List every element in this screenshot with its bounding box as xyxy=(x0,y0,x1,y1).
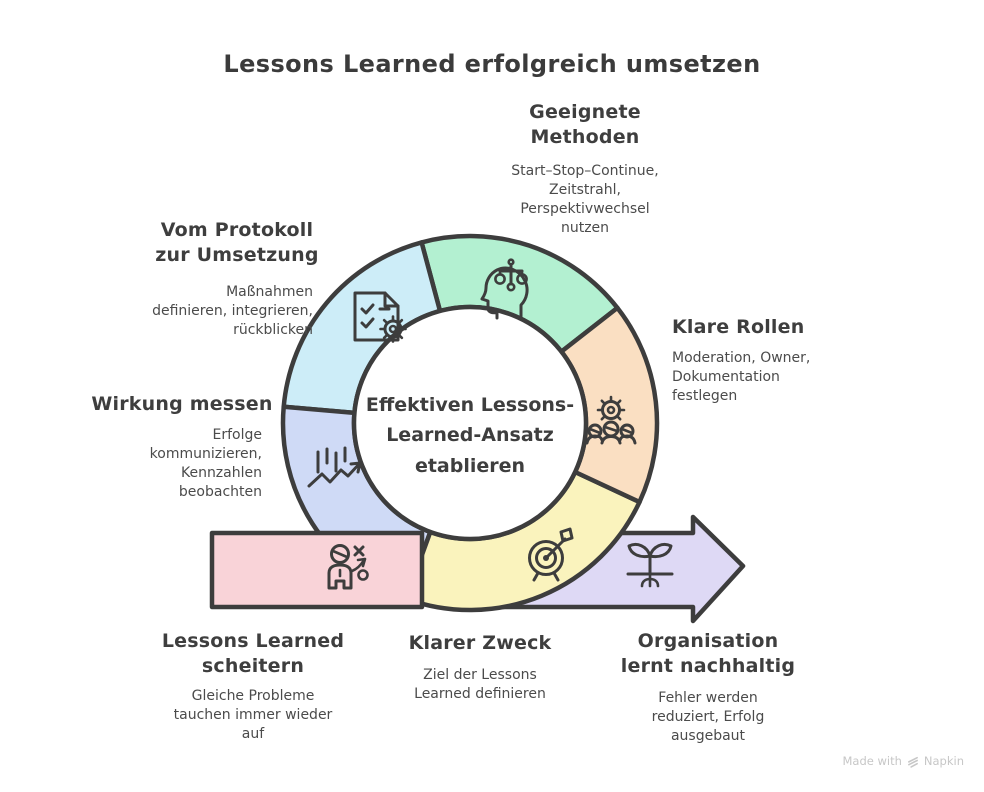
person-strategy-fail-icon xyxy=(327,544,369,590)
plant-roots-icon xyxy=(626,542,674,588)
arrow-band-scheitern xyxy=(209,530,425,610)
section-body-geeignete-methoden: Start–Stop–Continue, Zeitstrahl, Perspek… xyxy=(511,163,659,237)
chart-growth-icon xyxy=(307,446,362,488)
napkin-logo-icon xyxy=(907,756,918,768)
section-heading-geeignete-methoden: Geeignete Methoden xyxy=(529,101,641,149)
section-body-organisation: Fehler werden reduziert, Erfolg ausgebau… xyxy=(651,690,765,745)
section-body-klare-rollen: Moderation, Owner, Dokumentation festleg… xyxy=(672,350,811,405)
document-gear-icon xyxy=(353,291,407,343)
section-heading-lessons-learned-scheitern: Lessons Learned scheitern xyxy=(161,630,345,678)
watermark-prefix: Made with xyxy=(842,753,902,768)
section-body-wirkung-messen: Erfolge kommunizieren, Kennzahlen beobac… xyxy=(149,427,262,501)
center-goal-label: Effektiven Lessons- Learned-Ansatz etabl… xyxy=(365,394,575,477)
section-body-vom-protokoll: Maßnahmen definieren, integrieren, rückb… xyxy=(152,284,313,339)
section-heading-vom-protokoll: Vom Protokoll zur Umsetzung xyxy=(155,219,319,267)
team-gear-icon xyxy=(585,395,637,445)
watermark: Made with Napkin xyxy=(842,753,964,768)
watermark-brand: Napkin xyxy=(923,753,964,768)
section-heading-organisation: Organisation lernt nachhaltig xyxy=(620,630,796,678)
section-heading-klarer-zweck: Klarer Zweck xyxy=(408,632,552,654)
section-body-klarer-zweck: Ziel der Lessons Learned definieren xyxy=(414,667,546,703)
center-circle xyxy=(351,304,589,542)
head-scale-icon xyxy=(480,258,529,320)
target-dart-icon xyxy=(528,527,574,582)
section-heading-klare-rollen: Klare Rollen xyxy=(672,316,805,338)
page-title: Lessons Learned erfolgreich umsetzen xyxy=(223,50,761,78)
section-heading-wirkung-messen: Wirkung messen xyxy=(91,393,273,415)
section-body-lessons-learned-scheitern: Gleiche Probleme tauchen immer wieder au… xyxy=(173,688,333,743)
